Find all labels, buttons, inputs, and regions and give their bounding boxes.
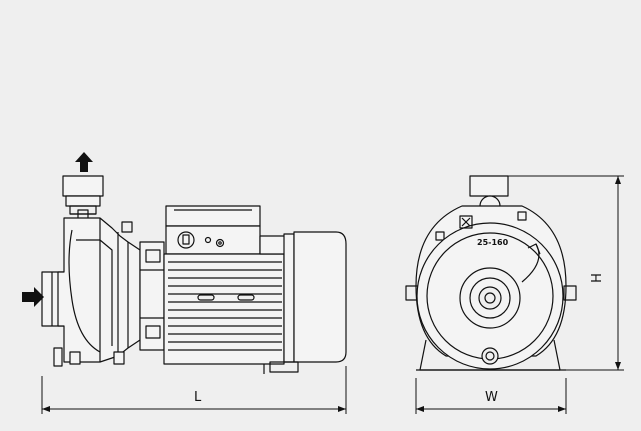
width-label: W: [485, 390, 498, 405]
flow-arrows: [22, 152, 93, 307]
length-label: L: [194, 390, 202, 405]
outlet-arrow-icon: [75, 152, 93, 172]
motor-cooling-fins: [168, 261, 282, 351]
model-label: 25-160: [477, 238, 509, 247]
rotation-arrow-head: [527, 243, 541, 255]
pump-front-view: [405, 175, 577, 371]
height-label: H: [590, 273, 605, 283]
inlet-arrow-icon: [22, 287, 44, 307]
dimension-lines: [41, 175, 624, 414]
pump-side-view: [41, 175, 347, 374]
